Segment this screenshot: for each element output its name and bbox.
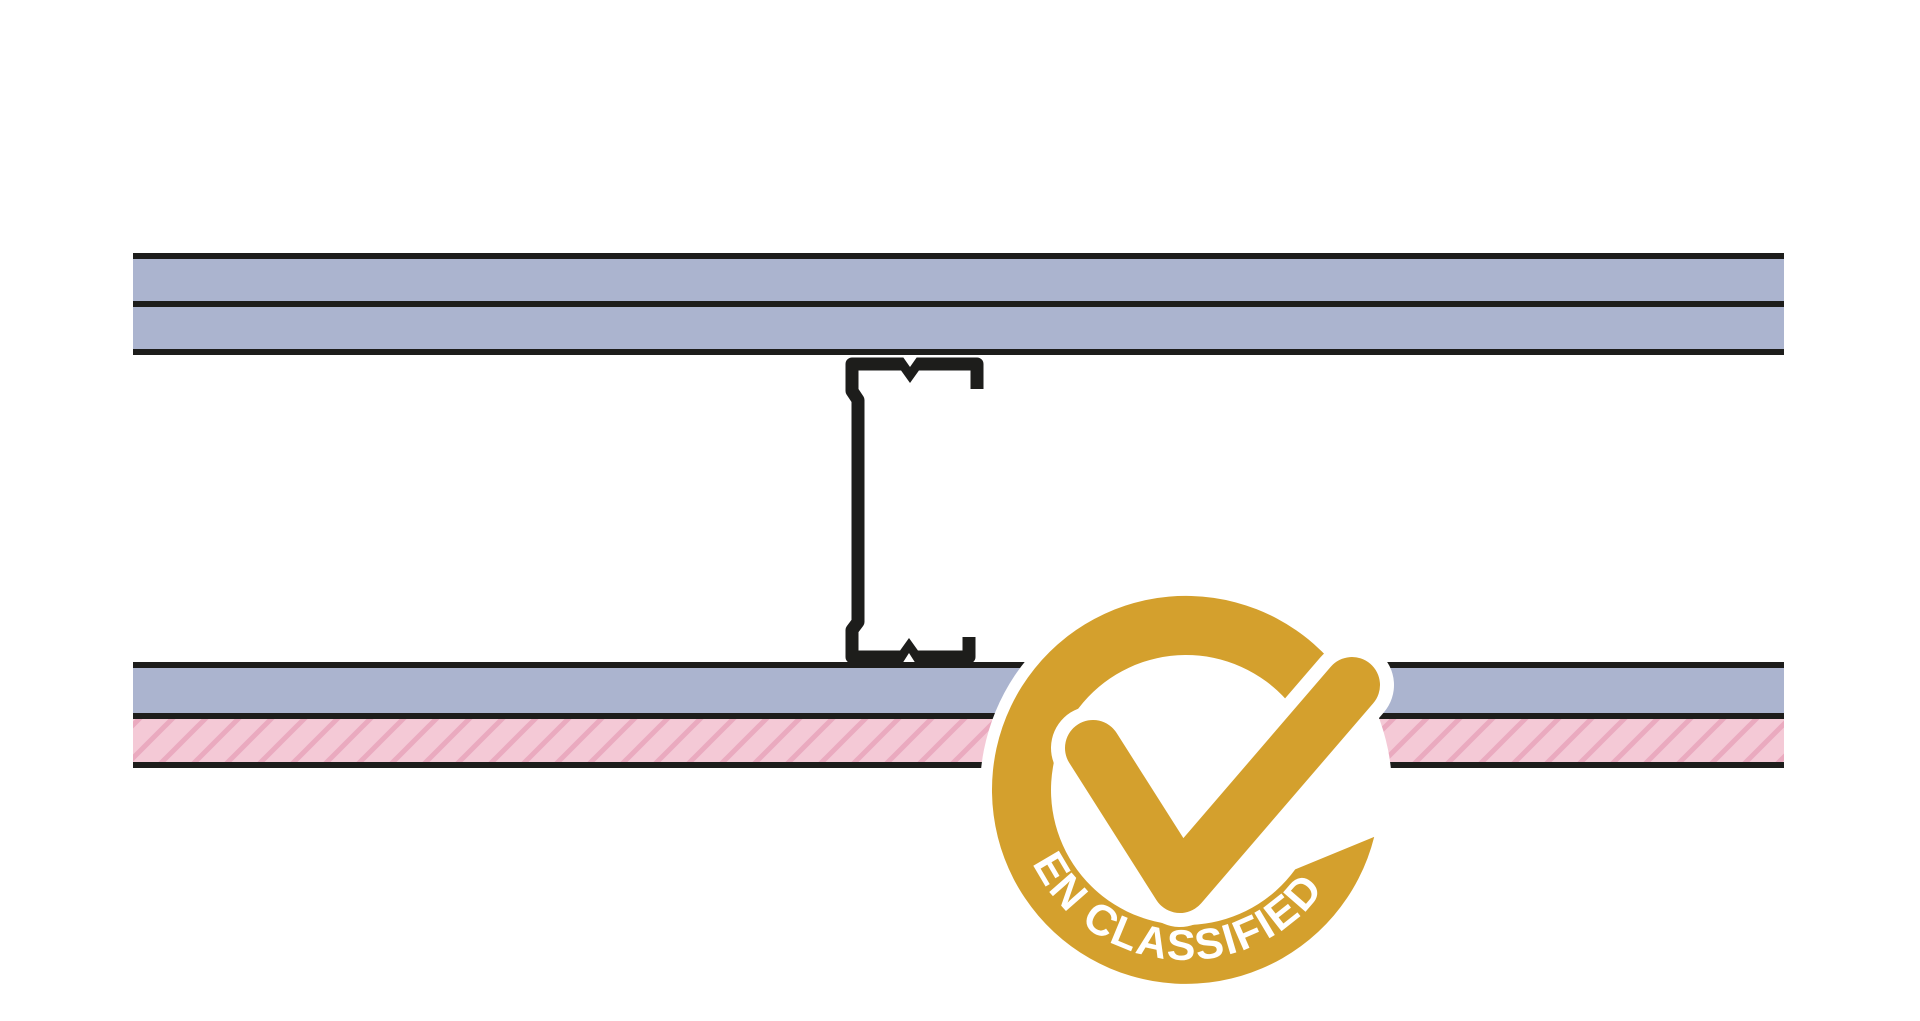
badge-ring bbox=[991, 595, 1375, 984]
en-classified-badge: EN CLASSIFIED bbox=[980, 584, 1394, 996]
badge-checkmark-icon bbox=[1065, 657, 1380, 913]
lower-board-fill bbox=[133, 665, 1784, 716]
stud-outline bbox=[845, 357, 984, 664]
lower-wall-lining bbox=[133, 662, 1784, 768]
stud-profile bbox=[845, 357, 984, 664]
insulation-layer bbox=[133, 716, 1784, 765]
upper-wall-lining bbox=[133, 253, 1784, 355]
stud-top-dimple bbox=[900, 369, 920, 383]
stud-bottom-dimple bbox=[899, 638, 919, 652]
stud-top-notch bbox=[903, 357, 917, 367]
stud-bottom-notch bbox=[902, 653, 916, 664]
